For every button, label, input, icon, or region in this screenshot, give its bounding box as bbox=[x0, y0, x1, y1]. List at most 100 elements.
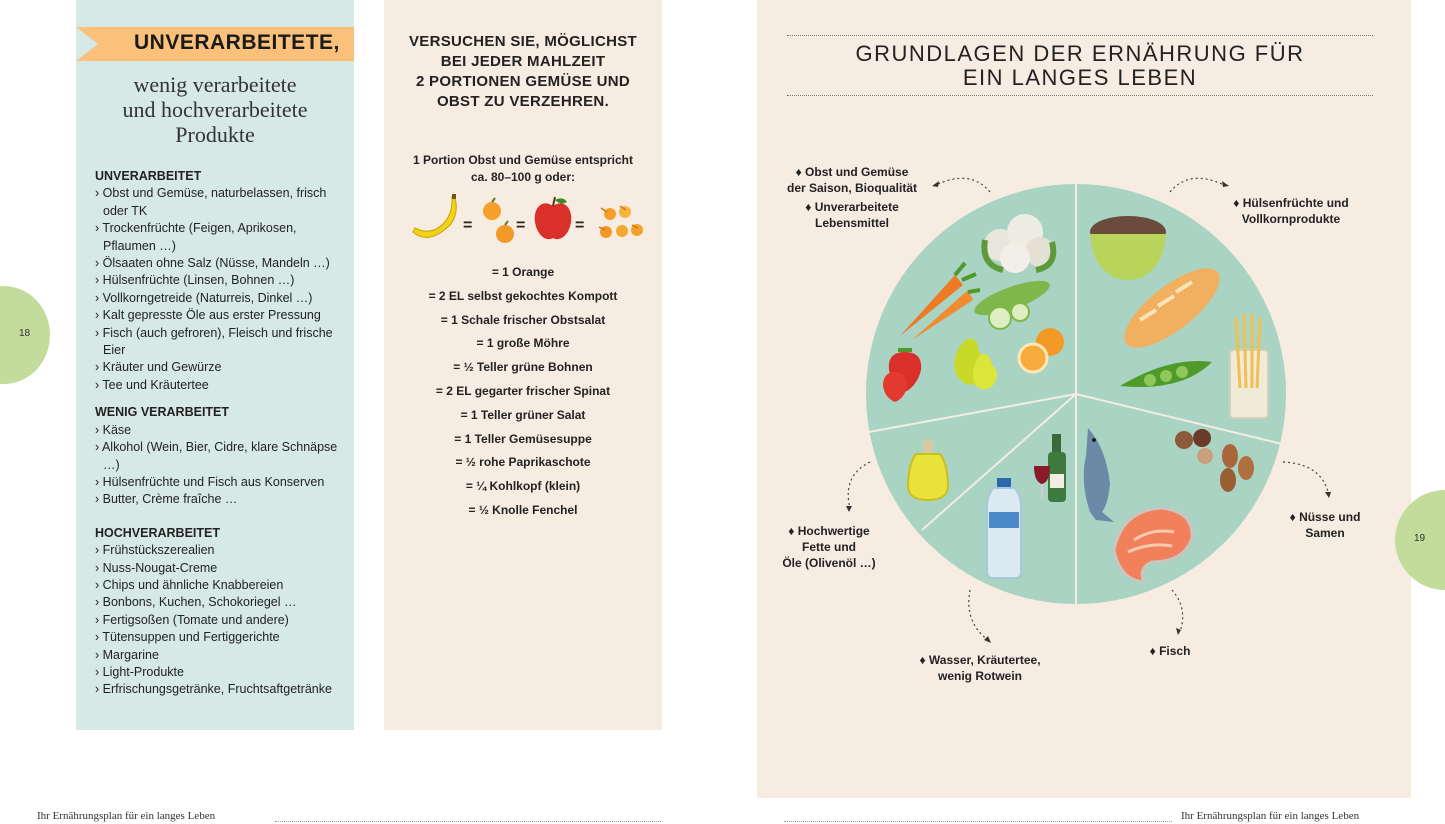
list-item: › Fisch (auch gefroren), Fleisch und fri… bbox=[95, 325, 333, 358]
pea-pod-icon bbox=[1120, 361, 1212, 387]
left-subtitle: wenig verarbeitete und hochverarbeitete … bbox=[76, 72, 354, 147]
equivalent-item: = 1 Orange bbox=[491, 265, 555, 279]
list-item: › Alkohol (Wein, Bier, Cidre, klare Schn… bbox=[95, 440, 338, 472]
footer-left: Ihr Ernährungsplan für ein langes Leben bbox=[37, 810, 216, 822]
equivalent-item: = 1 Schale frischer Obstsalat bbox=[440, 312, 606, 327]
section-heading-hochverarbeitet: HOCHVERARBEITET bbox=[95, 525, 221, 540]
footer-right: Ihr Ernährungsplan für ein langes Leben bbox=[1181, 810, 1360, 822]
apricot-icon bbox=[483, 197, 514, 243]
equals-sign: = bbox=[575, 217, 584, 234]
banner-ribbon-shape bbox=[76, 27, 354, 61]
nuts-icon bbox=[1175, 429, 1254, 492]
list-item: › Kalt gepresste Öle aus erster Pressung bbox=[95, 308, 321, 323]
portion-equivalents-list: = 1 Orange = 2 EL selbst gekochtes Kompo… bbox=[384, 262, 662, 524]
right-page-title: GRUNDLAGEN DER ERNÄHRUNG FÜR EIN LANGES … bbox=[787, 42, 1373, 90]
drop-icon: ♦ bbox=[795, 165, 802, 179]
drop-icon: ♦ bbox=[805, 200, 812, 214]
drop-icon: ♦ bbox=[788, 524, 795, 538]
portion-definition: 1 Portion Obst und Gemüse entspricht ca.… bbox=[384, 152, 662, 186]
list-item: › Light-Produkte bbox=[95, 664, 184, 679]
banana-icon bbox=[412, 194, 457, 238]
orange-icon bbox=[1017, 328, 1064, 374]
subtitle-line: und hochverarbeitete bbox=[122, 97, 308, 122]
list-item: › Margarine bbox=[95, 647, 159, 662]
label-nuesse-samen: ♦ Nüsse und Samen bbox=[1289, 510, 1361, 540]
nutrition-plate bbox=[757, 120, 1411, 705]
equivalent-item: = ¼ Kohlkopf (klein) bbox=[465, 479, 581, 494]
drop-icon: ♦ bbox=[1233, 196, 1240, 210]
carrot-icon bbox=[900, 261, 981, 340]
heading-line: 2 PORTIONEN GEMÜSE UND bbox=[415, 73, 631, 90]
equivalent-item: = 2 EL selbst gekochtes Kompott bbox=[428, 288, 618, 303]
banner-title: UNVERARBEITETE, bbox=[134, 31, 340, 54]
list-item: › Butter, Crème fraîche … bbox=[95, 492, 238, 507]
pear-icon bbox=[954, 338, 997, 390]
drop-icon: ♦ bbox=[1289, 510, 1296, 524]
label-obst-gemuese: ♦ Obst und Gemüse der Saison, Bioqualitä… bbox=[786, 165, 918, 195]
footer-rule-right bbox=[784, 821, 1172, 822]
footer-rule-left bbox=[275, 821, 661, 822]
list-item: › Kräuter und Gewürze bbox=[95, 360, 222, 375]
heading-line: BEI JEDER MAHLZEIT bbox=[440, 53, 606, 70]
list-item: › Hülsenfrüchte und Fisch aus Konserven bbox=[95, 474, 325, 489]
physalis-icon bbox=[598, 205, 643, 238]
apple-icon bbox=[534, 196, 572, 240]
drop-icon: ♦ bbox=[1149, 644, 1156, 658]
equivalent-item: = 1 Teller Gemüsesuppe bbox=[454, 431, 592, 446]
left-panel bbox=[76, 0, 354, 730]
title-rule-top bbox=[787, 35, 1373, 36]
middle-panel bbox=[384, 0, 662, 730]
list-item: › Trockenfrüchte (Feigen, Aprikosen, Pfl… bbox=[95, 221, 297, 253]
list-item: › Nuss-Nougat-Creme bbox=[95, 560, 218, 575]
label-unverarbeitete: ♦ Unverarbeitete Lebensmittel bbox=[805, 200, 899, 230]
fish-icon bbox=[1083, 428, 1114, 522]
equivalent-item: = ½ rohe Paprikaschote bbox=[455, 455, 591, 470]
list-item: › Frühstückszerealien bbox=[95, 543, 215, 558]
list-item: › Bonbons, Kuchen, Schokoriegel … bbox=[95, 595, 297, 610]
zucchini-icon bbox=[974, 280, 1050, 330]
label-fisch: ♦ Fisch bbox=[1149, 644, 1191, 658]
label-fette-oele: ♦ Hochwertige Fette und Öle (Olivenöl …) bbox=[782, 524, 876, 570]
salmon-steak-icon bbox=[1112, 506, 1194, 584]
drop-icon: ♦ bbox=[919, 653, 926, 667]
subtitle-line: Produkte bbox=[175, 122, 255, 147]
fruit-equivalence-illustration: = = = bbox=[409, 194, 649, 246]
list-item: › Tütensuppen und Fertiggerichte bbox=[95, 630, 280, 645]
cauliflower-icon bbox=[981, 214, 1057, 273]
heading-line: OBST ZU VERZEHREN. bbox=[436, 93, 610, 110]
list-item: › Hülsenfrüchte (Linsen, Bohnen …) bbox=[95, 273, 295, 288]
baguette-icon bbox=[1124, 268, 1220, 348]
category-banner: UNVERARBEITETE, bbox=[76, 27, 354, 61]
equivalent-item: = 1 Teller grüner Salat bbox=[460, 407, 586, 422]
subtitle-line: wenig verarbeitete bbox=[133, 72, 297, 97]
strawberry-icon bbox=[883, 348, 922, 402]
list-item: › Erfrischungsgetränke, Fruchtsaftgeträn… bbox=[95, 682, 332, 697]
wine-bottle-icon bbox=[1034, 434, 1066, 502]
equivalent-item: = ½ Teller grüne Bohnen bbox=[453, 360, 593, 375]
list-item: › Chips und ähnliche Knabbereien bbox=[95, 577, 284, 592]
water-bottle-icon bbox=[986, 478, 1022, 579]
equivalent-item: = 1 große Möhre bbox=[476, 336, 570, 351]
label-arrows bbox=[847, 177, 1330, 641]
section-heading-unverarbeitet: UNVERARBEITET bbox=[95, 169, 202, 183]
heading-line: VERSUCHEN SIE, MÖGLICHST bbox=[408, 33, 638, 50]
section-heading-wenig-verarbeitet: WENIG VERARBEITET bbox=[95, 405, 230, 420]
label-huelsenfruechte: ♦ Hülsenfrüchte und Vollkornprodukte bbox=[1233, 196, 1349, 226]
portion-line: ca. 80–100 g oder: bbox=[470, 170, 576, 184]
label-wasser: ♦ Wasser, Kräutertee, wenig Rotwein bbox=[919, 653, 1041, 683]
list-item: › Fertigsoßen (Tomate und andere) bbox=[95, 612, 289, 627]
title-rule-bottom bbox=[787, 95, 1373, 96]
portion-recommendation-heading: VERSUCHEN SIE, MÖGLICHST BEI JEDER MAHLZ… bbox=[384, 32, 662, 112]
arrow-heads bbox=[846, 181, 1331, 643]
equals-sign: = bbox=[516, 217, 525, 234]
list-item: › Tee und Kräutertee bbox=[95, 377, 209, 392]
list-item: › Obst und Gemüse, naturbelassen, frisch… bbox=[95, 186, 327, 218]
list-item: › Käse bbox=[95, 422, 132, 437]
equals-sign: = bbox=[463, 217, 472, 234]
plate-dividers bbox=[868, 184, 1283, 604]
title-line: EIN LANGES LEBEN bbox=[962, 65, 1198, 90]
processing-lists: UNVERARBEITET › Obst und Gemüse, naturbe… bbox=[95, 168, 345, 699]
portion-line: 1 Portion Obst und Gemüse entspricht bbox=[412, 153, 634, 167]
equivalent-item: = 2 EL gegarter frischer Spinat bbox=[435, 383, 611, 398]
pasta-jar-icon bbox=[1229, 313, 1269, 419]
